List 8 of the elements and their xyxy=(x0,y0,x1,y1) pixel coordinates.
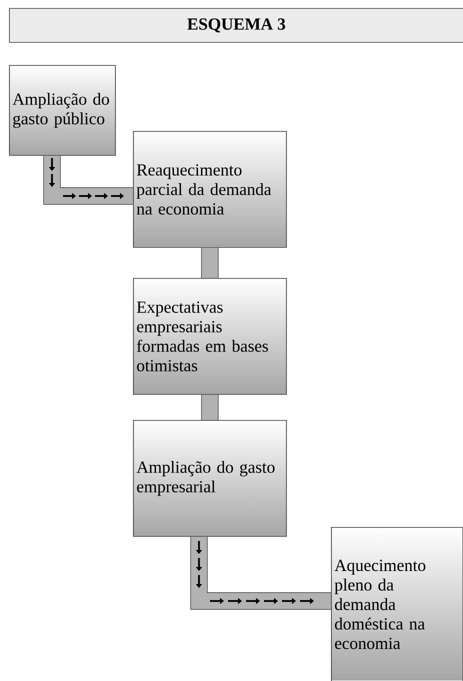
process-box: Aquecimento pleno da demanda doméstica na economia xyxy=(331,527,463,681)
process-box: Ampliação do gasto empresarial xyxy=(133,420,287,537)
title-band: ESQUEMA 3 xyxy=(9,8,463,43)
pipe-arrow xyxy=(43,156,133,205)
process-box: Reaquecimento parcial da demanda na economia xyxy=(133,131,287,248)
pipe-arrow xyxy=(190,536,331,610)
process-box: Expectativas empresariais formadas em bases otimistas xyxy=(133,278,287,395)
process-box: Ampliação do gasto público xyxy=(9,65,116,156)
